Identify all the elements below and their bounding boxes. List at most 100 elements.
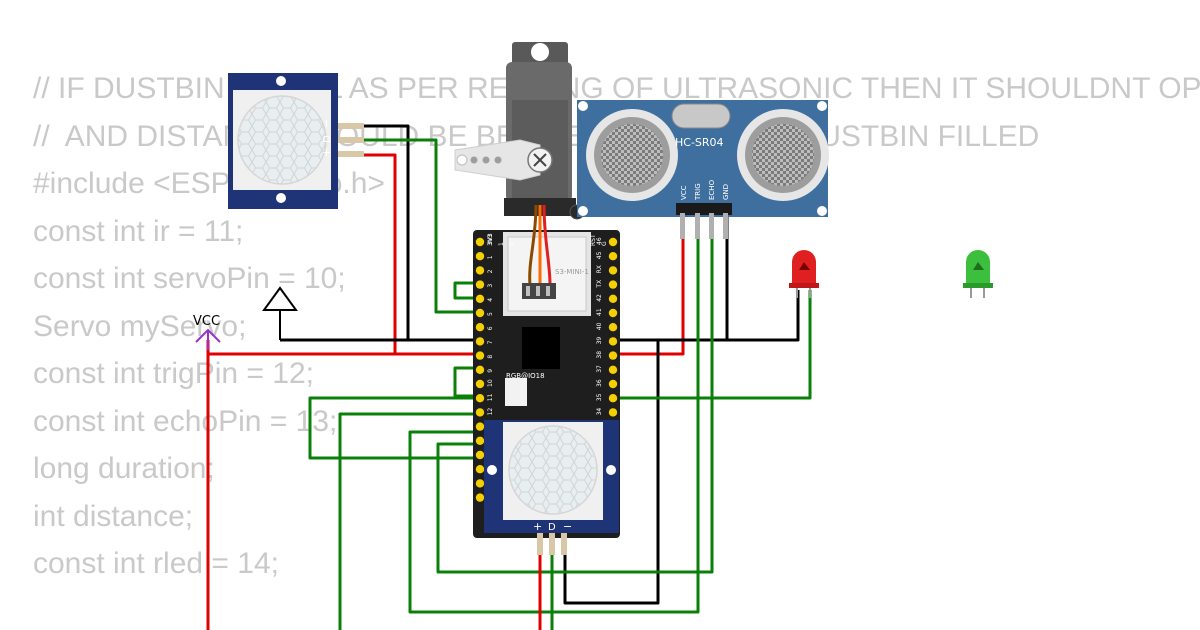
- pin-left-label: 1: [487, 255, 494, 259]
- pin-right[interactable]: [608, 266, 618, 275]
- pin-left-label: 4: [487, 298, 494, 302]
- pin-left[interactable]: [475, 365, 485, 374]
- pin-left[interactable]: [475, 379, 485, 389]
- pin-right[interactable]: [608, 323, 618, 332]
- pin-right[interactable]: [608, 394, 618, 403]
- pin-right[interactable]: [608, 379, 618, 389]
- sonar-pin-label: ECHO: [708, 179, 716, 200]
- pir-bottom-pin-gnd: −: [563, 520, 572, 533]
- code-line: const int ir = 11;: [33, 214, 244, 248]
- transducer-left: [601, 124, 663, 186]
- wire-gnd-rail: [280, 290, 800, 342]
- pir-top-pin-gnd: −: [320, 119, 333, 128]
- code-line: const int rled = 14;: [33, 547, 279, 580]
- wire-sonar-trig: [408, 212, 700, 614]
- pin-right-label: 38: [596, 351, 603, 359]
- pin-right-label: 37: [596, 365, 603, 373]
- wire-led-red: [308, 290, 812, 460]
- pin-left-label: 6: [487, 326, 494, 330]
- code-line: const int echoPin = 13;: [33, 404, 338, 438]
- pin-top-label: 3V3: [487, 234, 494, 246]
- wire-sonar-echo: [436, 212, 714, 574]
- pin-right[interactable]: [608, 351, 618, 360]
- pir-top-pin-vcc: +: [320, 148, 333, 157]
- sonar-pin-label: GND: [722, 184, 730, 200]
- pin-right[interactable]: [608, 308, 618, 318]
- wire-bottom-pir-data: [338, 412, 484, 630]
- pin-left[interactable]: [475, 337, 485, 346]
- pin-left[interactable]: [475, 308, 485, 318]
- code-line: Servo myServo;: [33, 309, 247, 343]
- pin-top-label: 1: [498, 242, 505, 246]
- pin-left-label: 12: [487, 408, 494, 416]
- pin-left-label: 3V3: [487, 233, 494, 245]
- pin-left[interactable]: [475, 266, 485, 275]
- pin-left[interactable]: [475, 422, 485, 431]
- ground-symbol[interactable]: [262, 286, 298, 340]
- vcc-label: VCC: [193, 314, 220, 329]
- wire-pir-top-vcc: [208, 153, 397, 356]
- pin-left[interactable]: [475, 394, 485, 403]
- pin-right[interactable]: [608, 365, 618, 374]
- regulator-chip: [522, 327, 560, 369]
- led-red[interactable]: [789, 250, 819, 298]
- pin-right-label: 35: [596, 393, 603, 401]
- pir-top-pin-data: D: [322, 135, 333, 143]
- pin-top-label: 0: [509, 242, 516, 246]
- pin-right-label: 36: [596, 379, 603, 387]
- pir-bottom-pin-vcc: +: [533, 520, 542, 533]
- pin-right-label: TX: [596, 280, 603, 289]
- pin-left[interactable]: [475, 323, 485, 332]
- servo-motor[interactable]: [454, 42, 585, 299]
- pin-right-label: 41: [596, 308, 603, 316]
- pin-right-label: 40: [596, 322, 603, 330]
- pin-right[interactable]: [608, 294, 618, 303]
- rgb-led: [505, 378, 527, 406]
- pir-sensor-bottom[interactable]: + D −: [484, 420, 619, 555]
- pin-left-label: 3: [487, 284, 494, 288]
- pin-right[interactable]: [608, 237, 618, 247]
- pin-right[interactable]: [608, 252, 618, 261]
- pin-left-label: 5: [487, 312, 494, 316]
- pin-left[interactable]: [475, 450, 485, 460]
- pin-left-label: 10: [487, 379, 494, 387]
- vcc-symbol[interactable]: VCC: [193, 314, 221, 350]
- pin-right-label: 42: [596, 294, 603, 302]
- pin-right-label: 39: [596, 337, 603, 345]
- pin-right[interactable]: [608, 280, 618, 289]
- pin-left[interactable]: [475, 408, 485, 417]
- pir-sensor-top[interactable]: − D +: [228, 73, 364, 209]
- servo-mount-hole: [531, 43, 549, 61]
- pin-right-label: RX: [596, 265, 603, 273]
- pin-left[interactable]: [475, 465, 485, 474]
- pin-left-label: 9: [487, 369, 494, 373]
- pin-right-label: 46: [596, 237, 603, 245]
- pin-left[interactable]: [475, 479, 485, 488]
- pin-right[interactable]: [608, 337, 618, 346]
- pin-top-label: RST: [590, 234, 597, 246]
- pin-left[interactable]: [475, 436, 485, 445]
- pin-left-label: 2: [487, 269, 494, 273]
- pin-right[interactable]: [608, 408, 618, 417]
- pin-left[interactable]: [475, 252, 485, 261]
- module-label: S3-MINI-1: [555, 268, 589, 276]
- pin-left[interactable]: [475, 237, 485, 247]
- sonar-pin-label: VCC: [680, 185, 688, 200]
- pin-left[interactable]: [475, 351, 485, 360]
- pin-left[interactable]: [475, 294, 485, 303]
- crystal-oscillator: [671, 103, 731, 129]
- pin-top-label: G: [601, 241, 608, 246]
- pin-right-label: 34: [596, 408, 603, 416]
- pir-bottom-pin-data: D: [548, 522, 556, 533]
- pir-dome-top: [237, 95, 327, 185]
- pin-left[interactable]: [475, 493, 485, 502]
- pin-left-label: 11: [487, 393, 494, 401]
- pin-left-label: 7: [487, 340, 494, 344]
- code-line: const int trigPin = 12;: [33, 357, 314, 390]
- pin-left[interactable]: [475, 280, 485, 289]
- wire-board-loop: [453, 366, 484, 398]
- led-green[interactable]: [963, 250, 993, 298]
- sonar-pin-label: TRIG: [694, 183, 702, 201]
